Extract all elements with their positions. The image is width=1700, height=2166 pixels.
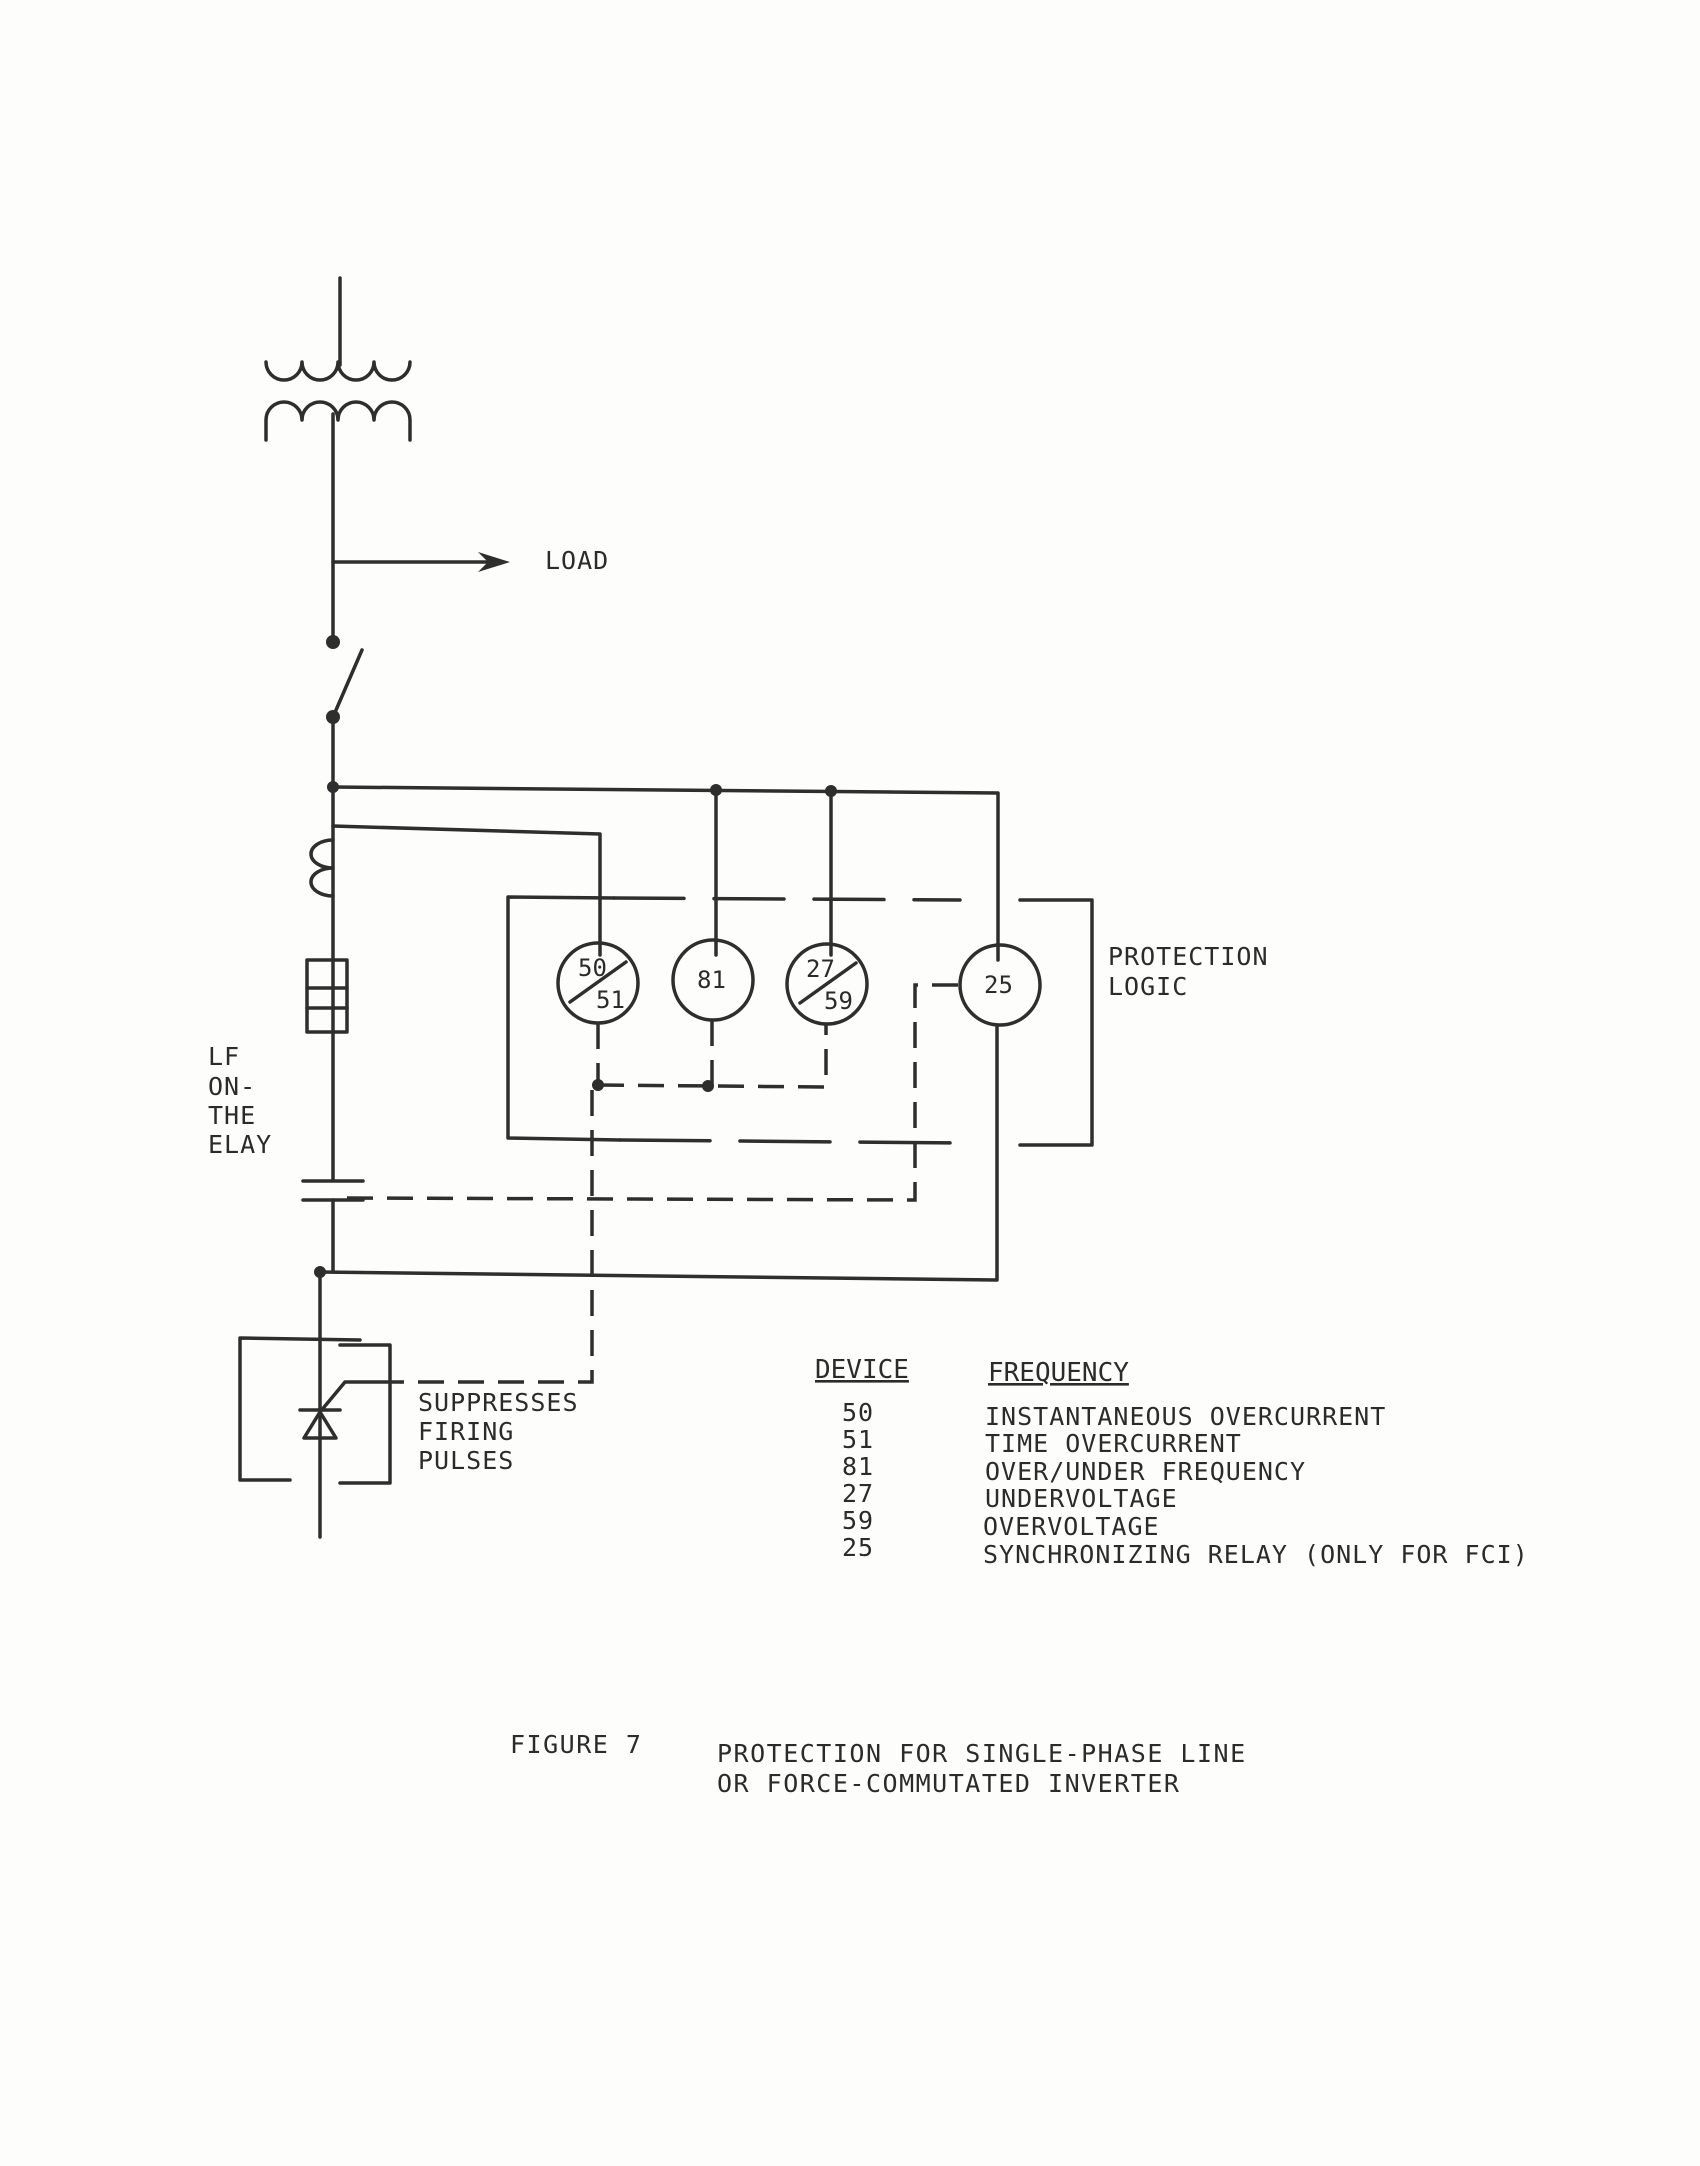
- protection-logic-line1: PROTECTION: [1108, 942, 1269, 971]
- relay-27-59-bottom: 59: [824, 987, 853, 1015]
- figure-number: FIGURE 7: [510, 1730, 642, 1759]
- switch-terminal-top: [326, 635, 340, 649]
- cut-label-line1: LF: [208, 1042, 240, 1071]
- legend-frequency-header: FREQUENCY: [988, 1358, 1129, 1388]
- relay-50-51-top: 50: [578, 954, 607, 982]
- relay-81: 81: [671, 938, 755, 1022]
- relay-25: 25: [958, 943, 1042, 1027]
- legend-description: SYNCHRONIZING RELAY (ONLY FOR FCI): [983, 1540, 1529, 1569]
- device-legend: DEVICE FREQUENCY 50 INSTANTANEOUS OVERCU…: [815, 1355, 1529, 1569]
- figure-title-line1: PROTECTION FOR SINGLE-PHASE LINE: [717, 1739, 1247, 1768]
- lower-sync-bus: [318, 1023, 999, 1282]
- cut-label-line3: THE: [208, 1101, 256, 1130]
- disconnect-switch-blade: [331, 648, 364, 719]
- legend-device: 51: [842, 1425, 874, 1454]
- relay-50-51-bottom: 51: [596, 986, 625, 1014]
- logic-box-right: [1018, 898, 1094, 1147]
- relay-25-label: 25: [984, 971, 1013, 999]
- legend-device: 25: [842, 1533, 874, 1562]
- thyristor-block: [238, 1270, 402, 1539]
- legend-device: 27: [842, 1479, 874, 1508]
- fuse-element-bands: [305, 986, 349, 1010]
- legend-device: 81: [842, 1452, 874, 1481]
- legend-description: INSTANTANEOUS OVERCURRENT: [985, 1402, 1386, 1431]
- relay-81-label: 81: [697, 966, 726, 994]
- cut-label-line4: ELAY: [208, 1130, 272, 1159]
- suppress-line1: SUPPRESSES: [418, 1388, 579, 1417]
- load-label: LOAD: [545, 546, 609, 575]
- protection-logic-line2: LOGIC: [1108, 972, 1188, 1001]
- top-voltage-bus: [331, 785, 1000, 962]
- load-arrow-icon: [478, 552, 510, 572]
- transformer-symbol: [264, 276, 412, 442]
- legend-device: 50: [842, 1398, 874, 1427]
- logic-box-left: [506, 895, 622, 1142]
- suppress-firing-line: [400, 1090, 594, 1384]
- fuse-element: [305, 958, 349, 1034]
- relay-27-59: 27 59: [785, 942, 869, 1026]
- relay-27-59-top: 27: [806, 955, 835, 983]
- figure-title-line2: OR FORCE-COMMUTATED INVERTER: [717, 1769, 1180, 1798]
- legend-description: TIME OVERCURRENT: [985, 1429, 1242, 1458]
- logic-box-top: [612, 896, 962, 902]
- ctrl-junction-1: [592, 1079, 604, 1091]
- cut-label-line2: ON-: [208, 1072, 256, 1101]
- suppress-line2: FIRING: [418, 1417, 514, 1446]
- sync-trip-line: [344, 983, 958, 1202]
- current-transformer-coil: [309, 785, 602, 1182]
- legend-description: OVERVOLTAGE: [983, 1512, 1160, 1541]
- legend-description: UNDERVOLTAGE: [985, 1484, 1178, 1513]
- legend-description: OVER/UNDER FREQUENCY: [985, 1457, 1306, 1486]
- legend-device: 59: [842, 1506, 874, 1535]
- legend-device-header: DEVICE: [815, 1355, 909, 1385]
- suppress-line3: PULSES: [418, 1446, 514, 1475]
- relay-50-51: 50 51: [556, 941, 640, 1025]
- logic-box-bottom: [618, 1138, 962, 1145]
